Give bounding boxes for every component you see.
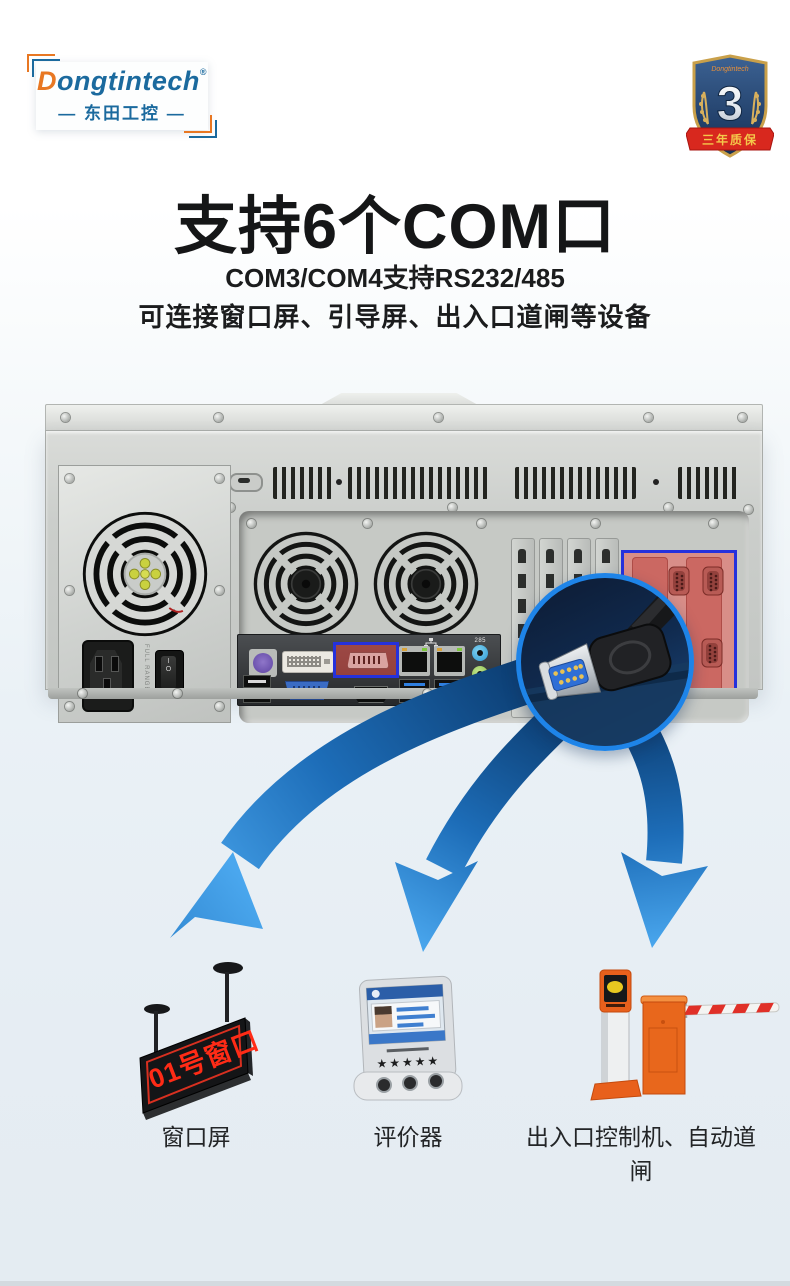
rating-stars: ★★★★★ <box>376 1054 440 1071</box>
logo-wordmark: Dongtintech® <box>36 66 208 96</box>
db9-serial-port <box>347 652 389 669</box>
evaluation-terminal: ★★★★★ <box>352 966 472 1108</box>
psu-fan-grille-icon <box>82 511 208 637</box>
device-label-evaluator: 评价器 <box>373 1124 443 1150</box>
ethernet-port <box>399 646 430 676</box>
chassis-handle-bump <box>316 393 482 407</box>
led-window-sign: 01号窗口 <box>130 956 350 1124</box>
audio-line-in-jack <box>472 645 488 661</box>
arrow-left-head <box>170 852 263 938</box>
usb2-port <box>243 675 271 688</box>
bottom-divider <box>0 1281 790 1286</box>
vent-slats <box>678 467 738 499</box>
logo-corner-bracket-icon <box>32 59 60 77</box>
registered-mark: ® <box>199 67 208 77</box>
serial-cable-callout <box>516 573 694 751</box>
logo-chinese-name: — 东田工控 — <box>58 104 186 123</box>
audio-line-out-jack <box>472 666 488 682</box>
page-title: 支持6个COM口 <box>173 192 617 262</box>
dvi-port <box>282 651 334 673</box>
subtitle-line1: COM3/COM4支持RS232/485 <box>225 263 565 293</box>
logo-corner-bracket-icon <box>27 54 55 72</box>
case-fan-grille-icon <box>373 531 479 637</box>
vent-slats <box>273 467 332 499</box>
badge-number: 3 <box>717 78 744 131</box>
chassis-top-edge <box>45 404 763 432</box>
arrow-middle-head <box>395 861 478 952</box>
dongtintech-logo: Dongtintech® — 东田工控 — <box>27 54 217 138</box>
warranty-badge-icon: Dongtintech 3 三年质保 <box>685 54 775 160</box>
vent-slats <box>348 467 488 499</box>
barrier-gate-group <box>545 956 790 1104</box>
psu-voltage-label: FULL RANGE <box>143 644 149 692</box>
vent-slats <box>515 467 636 499</box>
ac-power-inlet <box>82 640 134 712</box>
badge-brand-text: Dongtintech <box>711 66 748 73</box>
case-fan-grille-icon <box>253 531 359 637</box>
device-label-window-screen: 窗口屏 <box>161 1124 231 1150</box>
subtitle-line2: 可连接窗口屏、引导屏、出入口道闸等设备 <box>138 302 652 332</box>
device-label-barrier: 出入口控制机、自动道闸 <box>526 1124 756 1184</box>
logo-corner-bracket-icon <box>189 120 217 138</box>
ethernet-port <box>434 646 465 676</box>
io-silkscreen-text: 285 <box>474 638 486 644</box>
arrow-right-head <box>621 852 708 948</box>
ps2-port <box>249 649 277 677</box>
badge-ribbon-text: 三年质保 <box>702 132 758 147</box>
logo-corner-bracket-icon <box>184 115 212 133</box>
lock-slot <box>229 473 263 492</box>
onboard-com-port-highlight <box>333 642 399 678</box>
db9-cable-photo <box>521 578 689 746</box>
